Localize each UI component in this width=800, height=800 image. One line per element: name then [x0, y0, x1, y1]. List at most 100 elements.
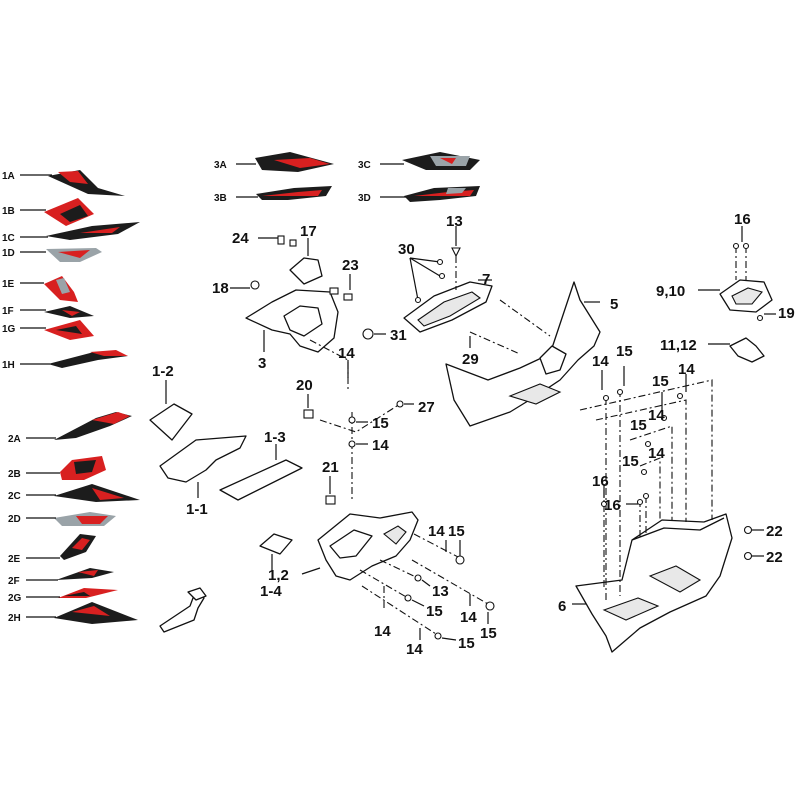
- callout-14g: 14: [592, 353, 609, 370]
- decal-1B: [44, 198, 94, 226]
- label-2B: 2B: [8, 469, 21, 480]
- callout-21: 21: [322, 459, 339, 476]
- part-17-cap: 17: [289, 223, 323, 285]
- decal-group-2: 2A 2B 2C 2D 2E 2F 2G 2H: [8, 412, 140, 624]
- decal-1G: [44, 320, 94, 340]
- callout-14i: 14: [648, 407, 665, 424]
- callout-15h: 15: [630, 417, 647, 434]
- part-16-bolts-top: 16: [732, 211, 751, 280]
- decal-group-1: 1A 1B 1C 1D 1E 1F 1G 1H: [2, 170, 140, 371]
- decal-2F: [56, 568, 114, 580]
- label-1E: 1E: [2, 279, 15, 290]
- decal-1E: [44, 276, 78, 302]
- label-1F: 1F: [2, 306, 14, 317]
- decal-1H: [48, 350, 128, 368]
- callout-14d: 14: [374, 623, 391, 640]
- callout-19: 19: [778, 305, 795, 322]
- callout-1-1: 1-1: [186, 501, 208, 518]
- callout-22a: 22: [766, 523, 783, 540]
- callout-15a: 15: [372, 415, 389, 432]
- part-6-floor-panel: 6: [558, 513, 733, 653]
- pad-1-4: 1-4: [259, 533, 293, 600]
- label-2E: 2E: [8, 554, 21, 565]
- callout-15b: 15: [448, 523, 465, 540]
- callout-23: 23: [342, 257, 359, 274]
- callout-27: 27: [418, 399, 435, 416]
- label-2C: 2C: [8, 491, 21, 502]
- callout-1-2: 1-2: [152, 363, 174, 380]
- callout-1-4: 1-4: [260, 583, 282, 600]
- callout-22b: 22: [766, 549, 783, 566]
- fasteners-lower-center: 14 15 13 15 14 14 15 14 15: [359, 523, 497, 658]
- label-3A: 3A: [214, 160, 227, 171]
- part-11-12-bracket: 11,12: [660, 337, 765, 363]
- decal-2G: [58, 588, 118, 598]
- callout-3: 3: [258, 355, 266, 372]
- part-20-clip: 20: [296, 377, 314, 419]
- callout-15e: 15: [458, 635, 475, 652]
- label-2D: 2D: [8, 514, 21, 525]
- callout-15g: 15: [652, 373, 669, 390]
- decal-2B: [60, 456, 106, 480]
- label-2G: 2G: [8, 593, 22, 604]
- callout-16c: 16: [604, 497, 621, 514]
- label-1A: 1A: [2, 171, 15, 182]
- label-1B: 1B: [2, 206, 15, 217]
- decal-group-3: 3A 3B 3C 3D: [214, 152, 480, 204]
- part-9-10-bracket: 9,10: [656, 279, 773, 313]
- callout-1-3: 1-3: [264, 429, 286, 446]
- fastener-15-14-center: 15 14: [348, 412, 389, 500]
- decal-2C: [54, 484, 140, 502]
- decal-3B: [256, 186, 332, 200]
- callout-13a: 13: [446, 213, 463, 230]
- callout-11-12: 11,12: [660, 337, 697, 354]
- callout-15c: 15: [426, 603, 443, 620]
- callout-9-10: 9,10: [656, 283, 685, 300]
- label-2F: 2F: [8, 576, 20, 587]
- part-1-2-lower-panel: 1,2: [268, 511, 419, 584]
- callout-14h: 14: [678, 361, 695, 378]
- label-1H: 1H: [2, 360, 15, 371]
- callout-15d: 15: [480, 625, 497, 642]
- callout-15f: 15: [616, 343, 633, 360]
- callout-14j: 14: [648, 445, 665, 462]
- part-22-screws: 22 22: [743, 523, 783, 566]
- callout-17: 17: [300, 223, 317, 240]
- part-24-clip: 24: [232, 230, 297, 247]
- callout-6: 6: [558, 598, 566, 615]
- fastener-14-top: 14 27: [309, 339, 435, 433]
- decal-3C: [402, 152, 480, 170]
- fasteners-right-panel: 14 15 14 15 14 15 14 15 16 16: [579, 343, 713, 600]
- callout-24: 24: [232, 230, 249, 247]
- decal-1A: [48, 170, 125, 196]
- callout-30: 30: [398, 241, 415, 258]
- part-23-clip: 23: [329, 257, 359, 301]
- callout-31: 31: [390, 327, 407, 344]
- part-18-screw: 18: [212, 280, 260, 297]
- part-30-clips: 30: [398, 241, 446, 304]
- pad-1-2: 1-2: [149, 363, 193, 441]
- decal-2H: [54, 602, 138, 624]
- label-2A: 2A: [8, 434, 21, 445]
- decal-1F: [44, 306, 94, 318]
- callout-20: 20: [296, 377, 313, 394]
- callout-29: 29: [462, 351, 479, 368]
- part-31-grommet: 31: [362, 327, 407, 344]
- callout-5: 5: [610, 296, 618, 313]
- pad-1-1: 1-1: [159, 435, 247, 518]
- part-19-bolt: 19: [756, 305, 795, 322]
- decal-3A: [255, 152, 334, 172]
- part-3-upper-cover: 3: [245, 289, 339, 372]
- part-21-clip: 21: [322, 459, 339, 505]
- pad-1-3: 1-3: [219, 429, 303, 501]
- callout-7: 7: [482, 271, 490, 288]
- label-3D: 3D: [358, 193, 371, 204]
- label-2H: 2H: [8, 613, 21, 624]
- part-7-lid: 7: [403, 271, 493, 333]
- decal-2E: [60, 534, 96, 560]
- callout-14f: 14: [406, 641, 423, 658]
- callout-1comma2: 1,2: [268, 567, 289, 584]
- callout-16a: 16: [734, 211, 751, 228]
